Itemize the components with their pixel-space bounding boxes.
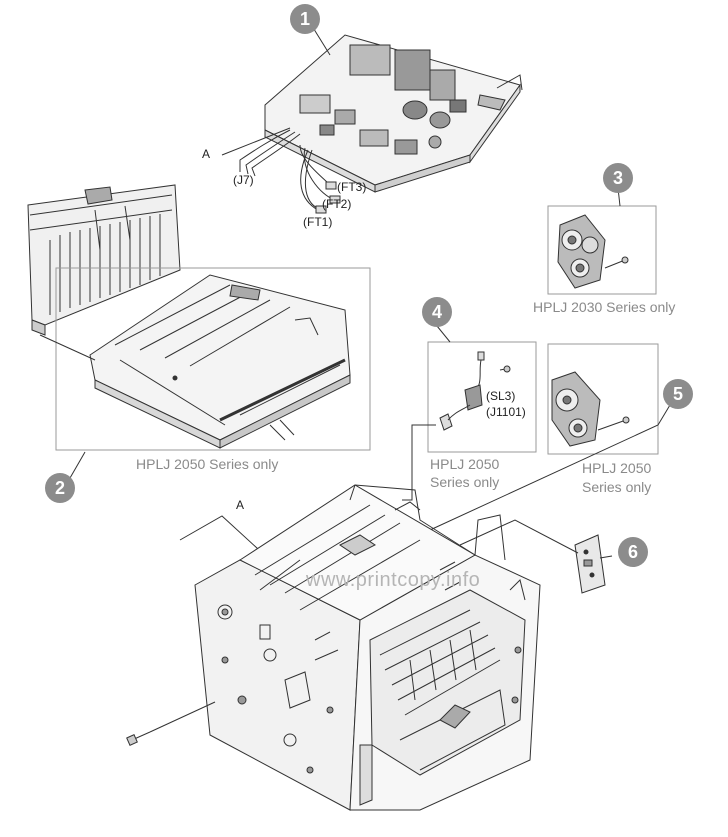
callout-5: 5 — [663, 379, 693, 409]
label-ft2: (FT2) — [322, 197, 352, 211]
label-j1101: (J1101) — [486, 405, 526, 419]
watermark: www.printcopy.info — [306, 569, 481, 591]
caption-hplj2050-sensor-line1: HPLJ 2050 — [430, 456, 500, 472]
label-ft3: (FT3) — [337, 180, 367, 194]
paper-sensor-assembly — [439, 351, 511, 431]
duplexer-tray — [89, 274, 351, 449]
label-ft1: (FT1) — [303, 215, 333, 229]
label-a-top: A — [202, 147, 211, 161]
gear-assembly-2050 — [551, 371, 630, 447]
label-j7: (J7) — [233, 173, 254, 187]
callout-6: 6 — [618, 537, 648, 567]
caption-hplj2050-duplex: HPLJ 2050 Series only — [136, 456, 279, 472]
gear-assembly-2030-box — [547, 205, 657, 295]
gear-assembly-2030 — [557, 214, 629, 289]
caption-hplj2030: HPLJ 2030 Series only — [533, 299, 676, 315]
callout-2: 2 — [45, 473, 75, 503]
caption-hplj2050-gear-line2: Series only — [582, 479, 652, 495]
sensor-group-box — [427, 341, 537, 453]
duplexer-group-box — [55, 267, 371, 451]
label-sl3: (SL3) — [486, 389, 516, 403]
caption-hplj2050-gear-line1: HPLJ 2050 — [582, 460, 652, 476]
board-cables — [239, 129, 341, 214]
gear-assembly-2050-box — [547, 343, 659, 455]
main-pcb-assembly — [264, 34, 523, 193]
printer-chassis — [194, 484, 541, 811]
caption-hplj2050-sensor-line2: Series only — [430, 474, 500, 490]
small-bracket-plate — [574, 534, 606, 594]
callout-3: 3 — [603, 163, 633, 193]
callout-1: 1 — [290, 4, 320, 34]
duplex-cover — [27, 184, 181, 336]
label-a-bottom: A — [236, 498, 245, 512]
mounting-screw — [126, 731, 151, 746]
callout-4: 4 — [422, 297, 452, 327]
